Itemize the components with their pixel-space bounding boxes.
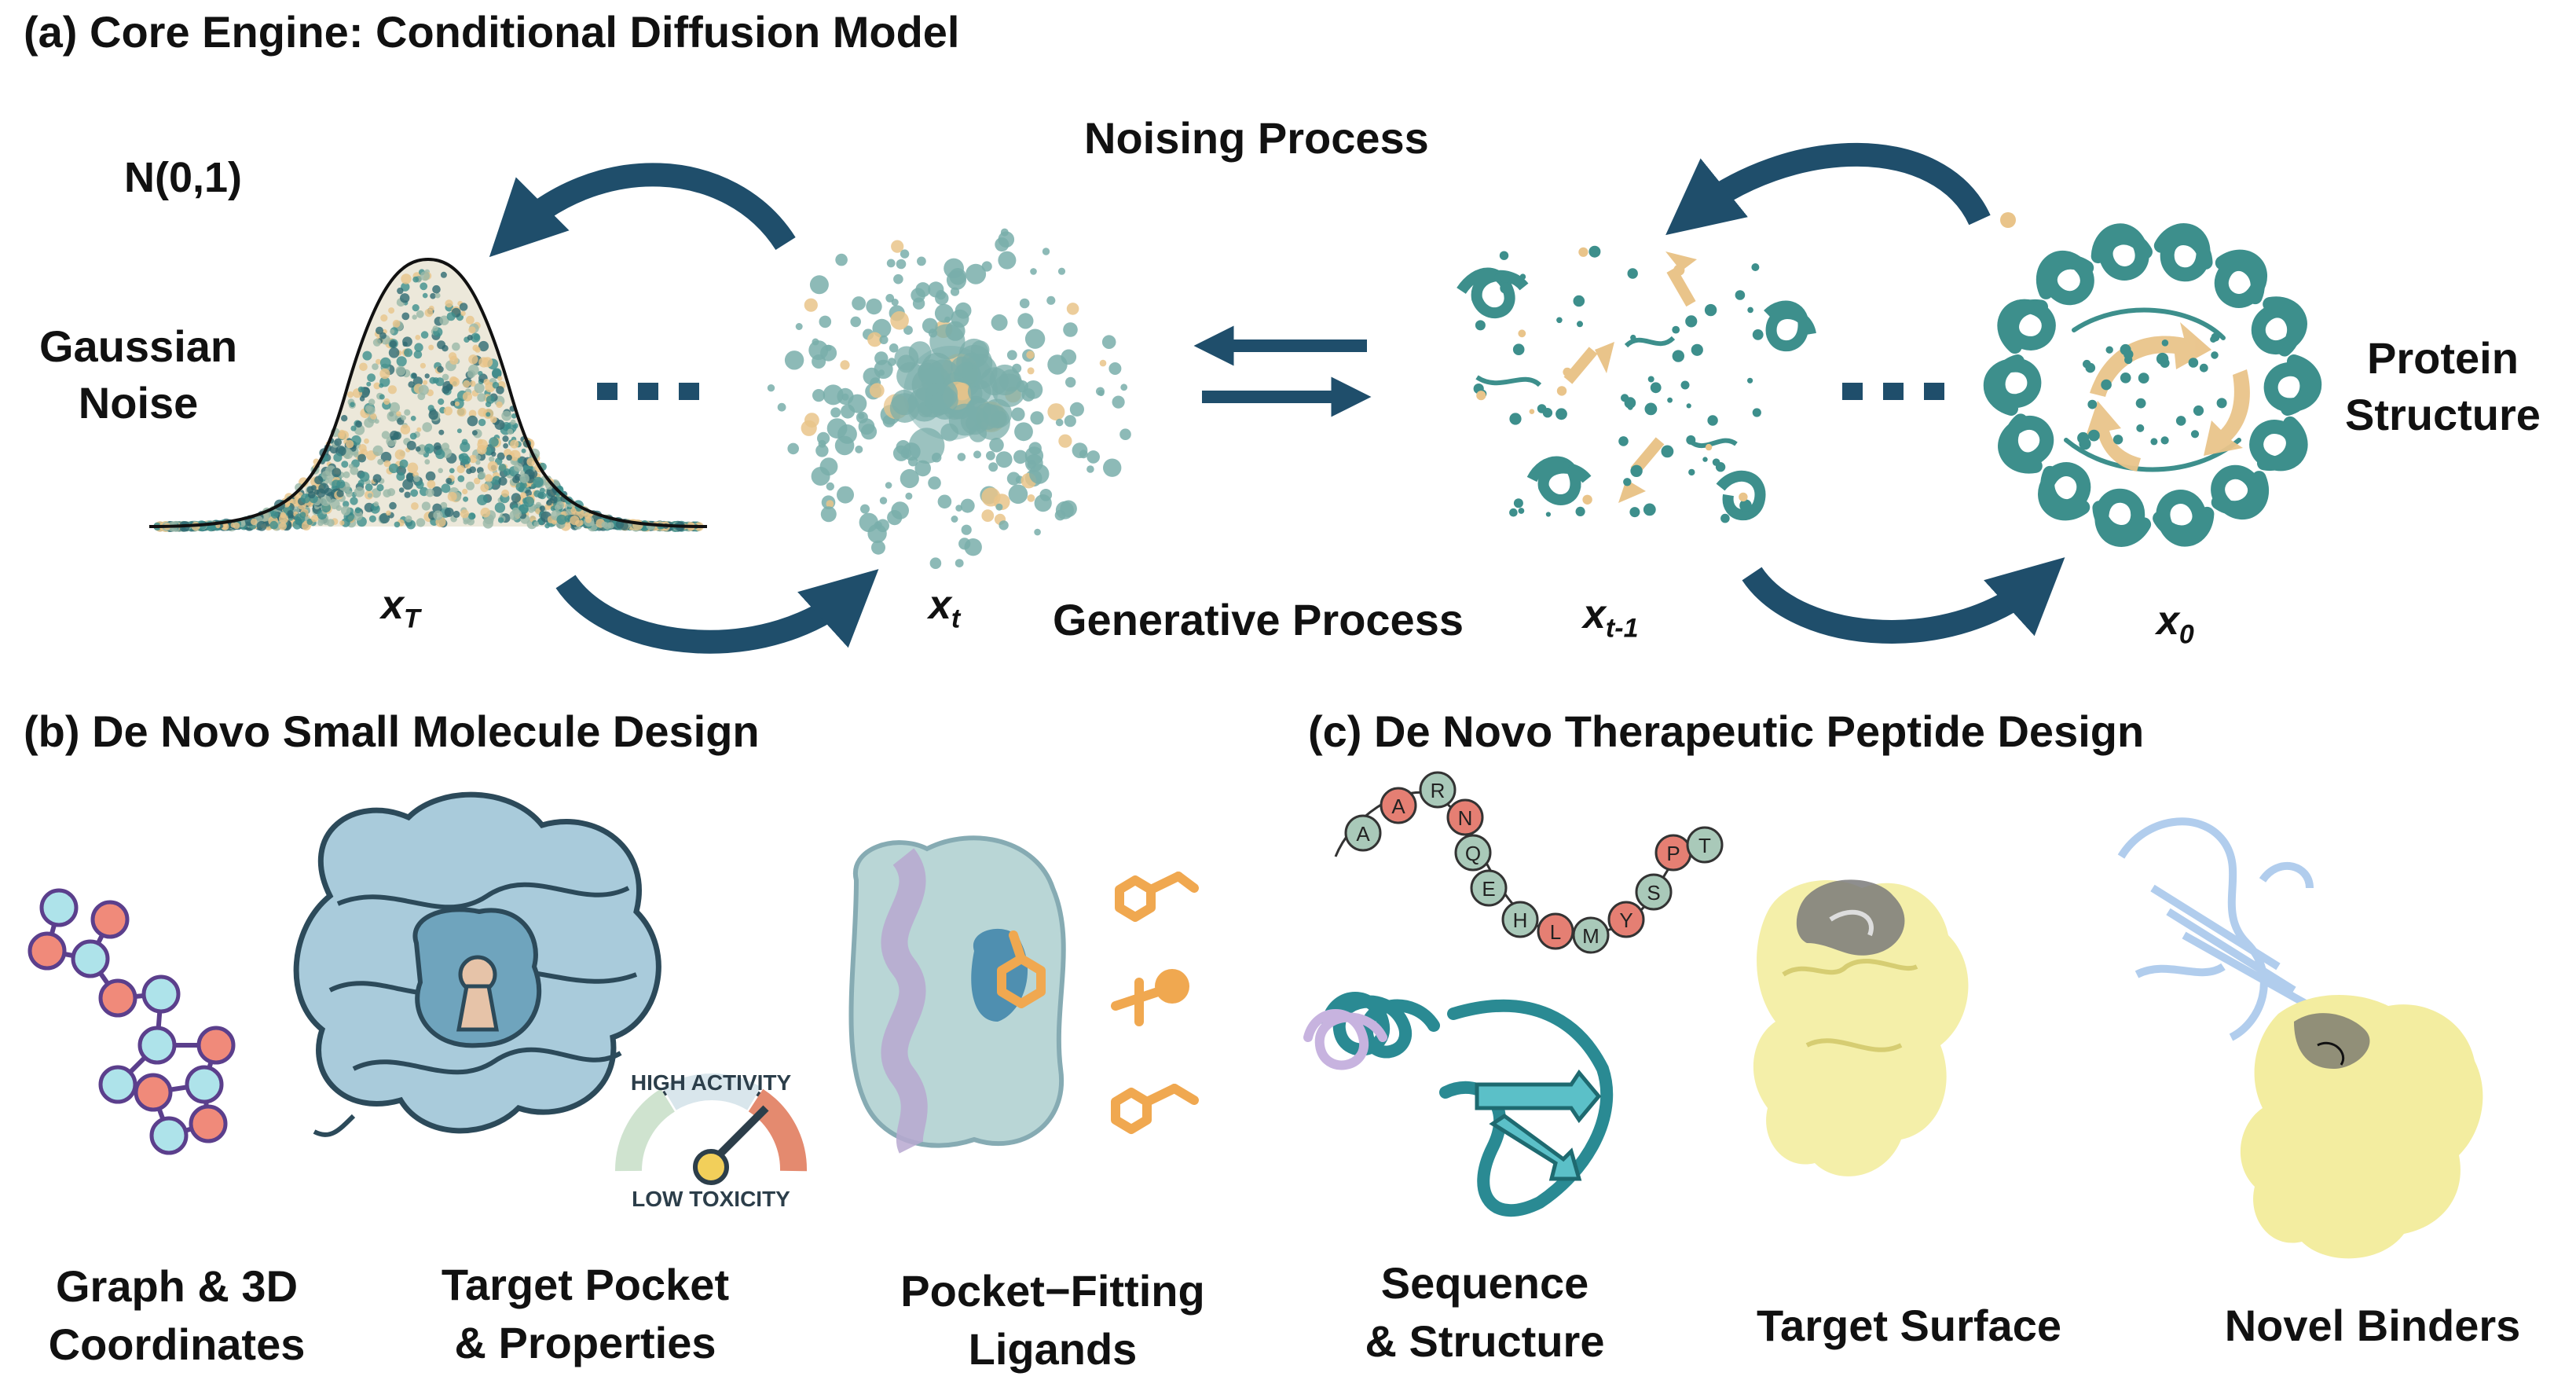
sequence-bead	[1537, 912, 1574, 950]
sequence-bead-letter: N	[1458, 806, 1473, 830]
caption-sequence-structure: Sequence & Structure	[1365, 1254, 1605, 1371]
var-x-t-1-sub: t-1	[1605, 613, 1639, 644]
activity-toxicity-gauge: HIGH ACTIVITY LOW TOXICITY	[614, 1070, 807, 1211]
var-x-0: x0	[2156, 597, 2194, 650]
generative-process-label: Generative Process	[1053, 595, 1464, 644]
gaussian-noise-line2: Noise	[78, 377, 199, 428]
process-arrows	[1193, 325, 1372, 417]
sequence-bead-letter: Y	[1619, 908, 1632, 932]
molecular-graph-icon	[27, 888, 236, 1155]
sequence-bead-letter: E	[1482, 877, 1495, 901]
caption-pocket-line2: & Properties	[454, 1318, 716, 1368]
sequence-bead	[1446, 798, 1484, 836]
protein-structure-label: Protein Structure	[2345, 330, 2541, 442]
curved-arrows	[489, 142, 2065, 654]
var-x-0-sub: 0	[2178, 619, 2194, 650]
var-x-t-sub: t	[951, 604, 961, 634]
panel-b-title: (b) De Novo Small Molecule Design	[24, 707, 760, 756]
caption-graph-coordinates: Graph & 3D Coordinates	[49, 1257, 306, 1374]
sequence-bead-letter: A	[1356, 822, 1370, 846]
caption-pocket-line1: Target Pocket	[441, 1260, 730, 1309]
sequence-bead-letter: R	[1431, 779, 1446, 802]
gaussian-noise-label: Gaussian Noise	[39, 318, 237, 431]
sequence-bead-letter: M	[1582, 924, 1599, 948]
caption-sequence-line2: & Structure	[1365, 1316, 1605, 1367]
partial-protein-xt1	[1457, 245, 1816, 523]
var-x-t: xt	[929, 582, 960, 634]
sequence-bead-letter: A	[1391, 795, 1405, 818]
sequence-bead	[1607, 901, 1645, 938]
gauge-bottom-text: LOW TOXICITY	[632, 1187, 790, 1211]
caption-target-pocket: Target Pocket & Properties	[442, 1256, 729, 1373]
panel-a-title: (a) Core Engine: Conditional Diffusion M…	[24, 7, 960, 57]
pocket-fitting-ligands-icon	[848, 835, 1199, 1154]
folded-protein-x0	[1983, 212, 2322, 547]
sequence-bead-letter: P	[1666, 842, 1680, 865]
var-x-T-base: x	[381, 582, 404, 628]
caption-graph-line1: Graph & 3D	[55, 1261, 299, 1311]
ellipsis-right	[1842, 383, 1944, 400]
caption-ligands-line2: Ligands	[968, 1324, 1138, 1374]
sequence-bead	[1470, 869, 1508, 907]
novel-binders-icon	[2117, 817, 2483, 1259]
var-x-t-base: x	[929, 582, 951, 628]
sequence-bead-letter: T	[1698, 834, 1711, 857]
sequence-bead	[1419, 771, 1457, 809]
gauge-top-text: HIGH ACTIVITY	[631, 1070, 792, 1095]
sequence-bead-letter: S	[1647, 881, 1660, 905]
caption-novel-binders: Novel Binders	[2224, 1301, 2521, 1350]
sequence-bead	[1635, 873, 1673, 911]
sequence-bead	[1686, 826, 1724, 864]
var-x-t-1: xt-1	[1583, 591, 1638, 644]
sequence-bead	[1501, 901, 1539, 938]
sequence-bead	[1380, 787, 1417, 824]
noising-process-label: Noising Process	[1084, 113, 1429, 163]
sequence-bead	[1572, 916, 1610, 954]
panel-c-title: (c) De Novo Therapeutic Peptide Design	[1308, 707, 2145, 756]
var-x-0-base: x	[2156, 598, 2179, 644]
sequence-bead-letter: H	[1513, 908, 1528, 932]
noisy-cloud-xt	[767, 228, 1131, 569]
pocket-protein-icon	[293, 791, 661, 1137]
caption-target-surface: Target Surface	[1757, 1301, 2061, 1350]
var-x-t-1-base: x	[1583, 592, 1606, 637]
sequence-bead-letter: Q	[1465, 842, 1481, 865]
ellipsis-left	[597, 383, 699, 400]
target-surface-icon	[1753, 879, 1969, 1176]
sequence-bead-letter: L	[1550, 920, 1561, 944]
caption-pocket-fitting-ligands: Pocket−Fitting Ligands	[900, 1262, 1204, 1379]
var-x-T: xT	[381, 582, 420, 634]
peptide-structure-icon	[1303, 992, 1614, 1217]
caption-sequence-line1: Sequence	[1380, 1258, 1589, 1308]
protein-structure-line1: Protein	[2367, 333, 2519, 383]
gaussian-noise-line1: Gaussian	[39, 321, 238, 371]
var-x-T-sub: T	[403, 604, 420, 634]
caption-graph-line2: Coordinates	[48, 1319, 306, 1370]
caption-ligands-line1: Pocket−Fitting	[900, 1266, 1205, 1316]
gaussian-distribution	[148, 257, 708, 532]
noise-distribution-label: N(0,1)	[124, 154, 243, 201]
sequence-bead	[1344, 814, 1382, 852]
sequence-bead	[1454, 834, 1492, 872]
protein-structure-line2: Structure	[2345, 389, 2541, 439]
